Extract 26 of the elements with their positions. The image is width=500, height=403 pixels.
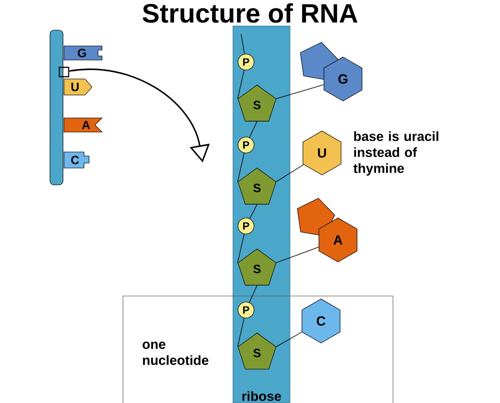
connector-line	[249, 121, 258, 138]
base-tab: C	[64, 152, 90, 168]
strand-bar	[50, 30, 64, 186]
base-tab: U	[64, 78, 92, 96]
connector-line	[249, 285, 258, 303]
connector-line	[237, 234, 244, 264]
connector-line	[237, 152, 244, 182]
selection-square	[58, 66, 70, 78]
sugar-pentagon: S	[238, 168, 276, 204]
base-tab: G	[64, 46, 102, 60]
title: Structure of RNA	[142, 3, 358, 23]
connector-line	[249, 204, 258, 219]
sugar-pentagon: S	[238, 248, 276, 286]
connector-line	[276, 246, 320, 264]
note: base is uracil instead of thymine	[353, 131, 438, 176]
sugar-pentagon: S	[238, 332, 276, 370]
pyrimidine-base: U	[302, 130, 342, 176]
connector-line	[276, 164, 304, 182]
pyrimidine-base: C	[302, 298, 340, 344]
connector-line	[237, 70, 244, 100]
connector-line	[237, 318, 244, 348]
connector-line	[276, 332, 302, 348]
connector-line	[240, 34, 245, 54]
base-tab: A	[64, 118, 103, 132]
sugar-pentagon: S	[238, 84, 276, 122]
connector-line	[276, 84, 324, 100]
